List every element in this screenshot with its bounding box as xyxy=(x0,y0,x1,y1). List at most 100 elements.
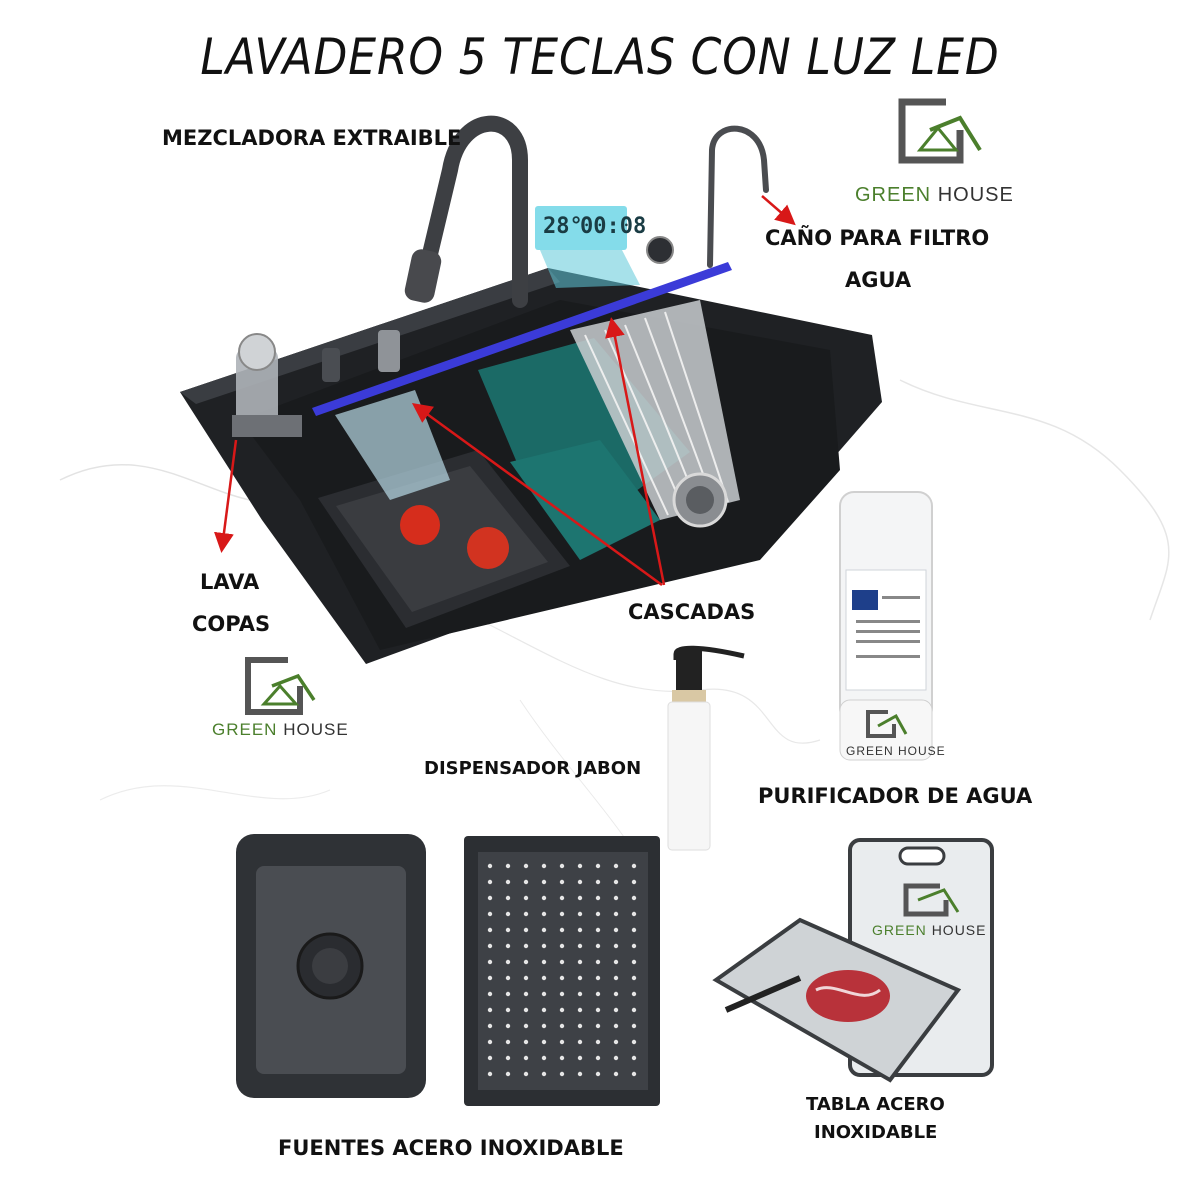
colander-hole xyxy=(523,1023,529,1029)
colander-hole xyxy=(595,863,601,869)
soap-pump xyxy=(322,348,340,382)
colander-hole xyxy=(523,1007,529,1013)
colander-hole xyxy=(487,1007,493,1013)
soap-pump xyxy=(378,330,400,372)
colander-hole xyxy=(505,911,511,917)
soap-dispenser xyxy=(667,645,745,851)
colander-hole xyxy=(541,1055,547,1061)
brand-wordmark: GREEN HOUSE xyxy=(855,184,1014,206)
colander-hole xyxy=(595,879,601,885)
colander-hole xyxy=(577,1007,583,1013)
colander-hole xyxy=(523,1039,529,1045)
colander-hole xyxy=(541,1071,547,1077)
brand-logo-icon xyxy=(245,657,316,715)
colander-hole xyxy=(487,895,493,901)
colander-hole xyxy=(505,975,511,981)
colander-hole xyxy=(523,943,529,949)
colander-hole xyxy=(559,863,565,869)
colander-hole xyxy=(577,1055,583,1061)
colander-hole xyxy=(631,1039,637,1045)
colander-hole xyxy=(487,943,493,949)
colander-hole xyxy=(523,863,529,869)
colander-hole xyxy=(505,863,511,869)
colander-hole xyxy=(541,1039,547,1045)
glass-rinser xyxy=(236,348,278,428)
colander-hole xyxy=(541,975,547,981)
colander-hole xyxy=(541,911,547,917)
colander-hole xyxy=(613,1023,619,1029)
label-cascadas: CASCADAS xyxy=(628,600,756,624)
steak xyxy=(806,970,890,1022)
waterfall xyxy=(570,300,740,520)
colander-hole xyxy=(577,927,583,933)
colander-hole xyxy=(505,1007,511,1013)
colander-hole xyxy=(505,1055,511,1061)
colander-hole xyxy=(559,927,565,933)
colander-hole xyxy=(505,927,511,933)
colander-hole xyxy=(595,895,601,901)
colander-hole xyxy=(595,1007,601,1013)
colander-hole xyxy=(631,895,637,901)
tomato xyxy=(467,527,509,569)
colander-hole xyxy=(613,879,619,885)
label-lava-line2: COPAS xyxy=(192,612,271,636)
colander-hole xyxy=(613,911,619,917)
colander-hole xyxy=(559,895,565,901)
tomato xyxy=(400,505,440,545)
colander-hole xyxy=(541,863,547,869)
colander-hole xyxy=(487,975,493,981)
colander-hole xyxy=(523,927,529,933)
label-lava-line1: LAVA xyxy=(200,570,260,594)
colander-hole xyxy=(595,927,601,933)
colander-hole xyxy=(523,911,529,917)
colander-hole xyxy=(541,1023,547,1029)
colander-hole xyxy=(487,1039,493,1045)
label-tabla-line2: INOXIDABLE xyxy=(814,1122,938,1143)
colander-hole xyxy=(577,1039,583,1045)
colander xyxy=(464,836,660,1106)
filter-faucet xyxy=(707,125,769,268)
label-fuentes: FUENTES ACERO INOXIDABLE xyxy=(278,1136,624,1160)
colander-hole xyxy=(505,943,511,949)
colander-hole xyxy=(559,975,565,981)
arrow-cascada-1 xyxy=(411,403,663,587)
led-strip xyxy=(312,262,732,416)
colander-hole xyxy=(523,975,529,981)
label-cano-line2: AGUA xyxy=(845,268,912,292)
colander-hole xyxy=(631,1055,637,1061)
arrow-cano xyxy=(761,195,796,226)
colander-hole xyxy=(541,991,547,997)
colander-hole xyxy=(631,863,637,869)
colander-hole xyxy=(613,991,619,997)
display-temperature: 28° xyxy=(543,214,583,239)
colander-hole xyxy=(595,1039,601,1045)
colander-hole xyxy=(577,991,583,997)
label-cano-line1: CAÑO PARA FILTRO xyxy=(765,226,990,250)
cutting-board-front xyxy=(712,917,962,1083)
arrow-cascada-2 xyxy=(605,317,666,586)
colander-hole xyxy=(559,943,565,949)
colander-hole xyxy=(631,1023,637,1029)
digital-display xyxy=(535,206,627,250)
colander-hole xyxy=(559,1055,565,1061)
colander-hole xyxy=(487,1023,493,1029)
colander-hole xyxy=(559,879,565,885)
colander-hole xyxy=(595,975,601,981)
colander-hole xyxy=(523,991,529,997)
pull-out-faucet xyxy=(417,115,528,308)
arrow-lava-copas xyxy=(214,439,238,553)
colander-hole xyxy=(631,911,637,917)
colander-hole xyxy=(613,895,619,901)
water-filter xyxy=(839,491,933,761)
colander-hole xyxy=(595,991,601,997)
colander-hole xyxy=(613,943,619,949)
colander-hole xyxy=(505,895,511,901)
colander-hole xyxy=(523,879,529,885)
colander-hole xyxy=(577,863,583,869)
colander-hole xyxy=(577,911,583,917)
colander-hole xyxy=(577,879,583,885)
colander-hole xyxy=(595,959,601,965)
